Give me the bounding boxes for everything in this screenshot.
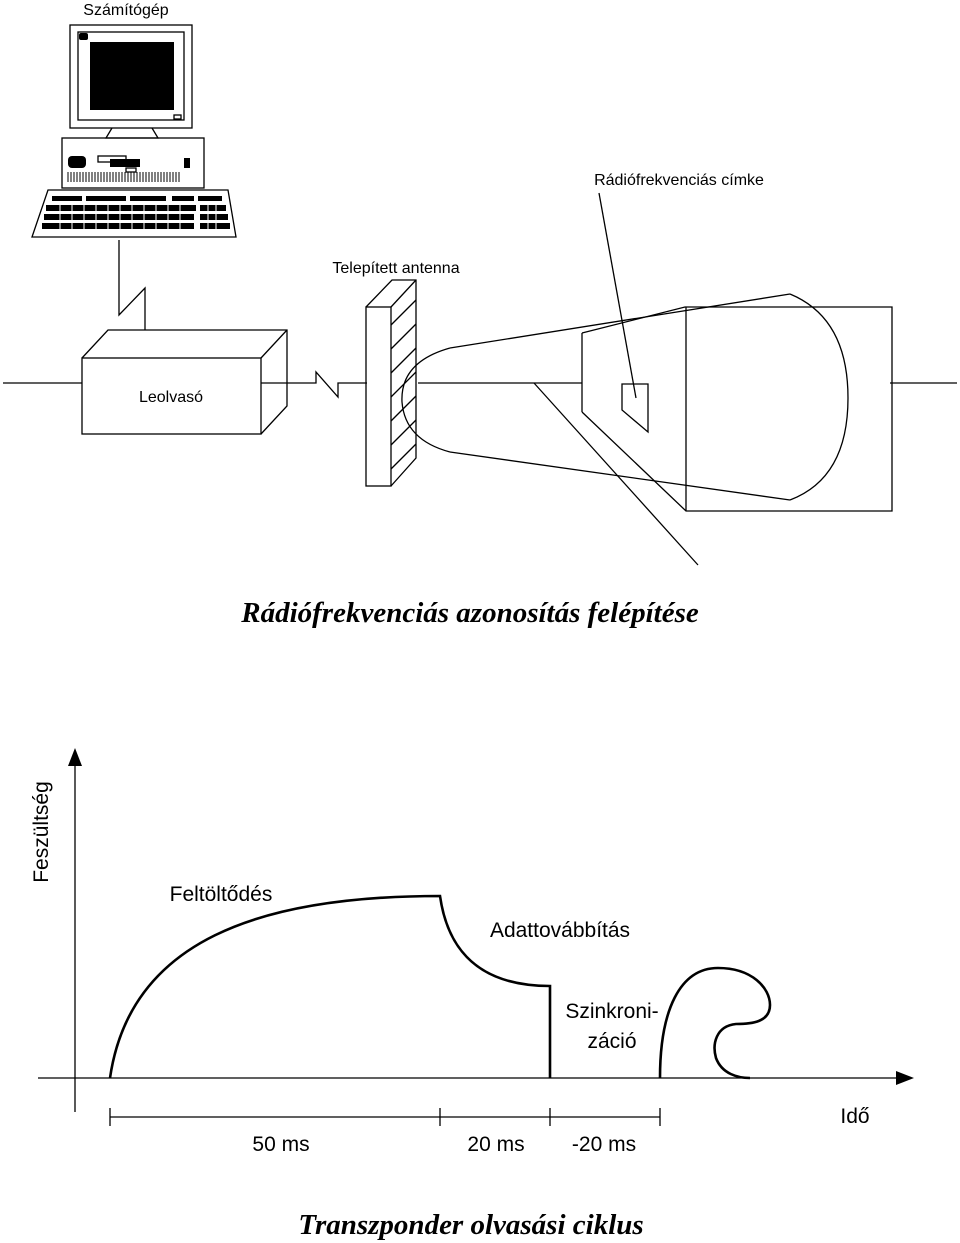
computer-icon	[31, 24, 237, 238]
computer-label: Számítógép	[83, 2, 168, 19]
cycle-title: Transzponder olvasási ciklus	[298, 1209, 643, 1241]
duration-2-label: 20 ms	[467, 1133, 524, 1156]
phase-sync-label-line2: záció	[587, 1030, 636, 1053]
charging-curve	[108, 894, 552, 1079]
x-axis-arrow-icon	[896, 1071, 914, 1085]
duration-3-label: -20 ms	[572, 1133, 636, 1156]
phase-sync-label-line1: Szinkroni-	[565, 1000, 658, 1023]
duration-1-label: 50 ms	[252, 1133, 309, 1156]
sync-curve	[658, 966, 772, 1080]
reader-antenna-line	[261, 370, 367, 399]
antenna-label: Telepített antenna	[332, 260, 459, 277]
y-axis-arrow-icon	[68, 748, 82, 766]
tag-card	[418, 306, 893, 566]
x-axis-label: Idő	[840, 1105, 869, 1128]
phase-charging-label: Feltöltődés	[170, 883, 273, 906]
y-axis-label: Feszültség	[30, 781, 53, 883]
antenna-icon	[365, 279, 417, 487]
reader-label: Leolvasó	[139, 389, 203, 406]
duration-scale	[109, 1108, 661, 1126]
tag-label: Rádiófrekvenciás címke	[594, 172, 764, 189]
architecture-title: Rádiófrekvenciás azonosítás felépítése	[240, 597, 699, 629]
reader-box	[81, 329, 288, 435]
phase-data-label: Adattovábbítás	[490, 919, 630, 942]
tag-pointer-line	[598, 192, 637, 399]
tag-chip-icon	[621, 383, 649, 434]
computer-reader-cable	[118, 240, 146, 330]
radio-field	[401, 293, 849, 501]
